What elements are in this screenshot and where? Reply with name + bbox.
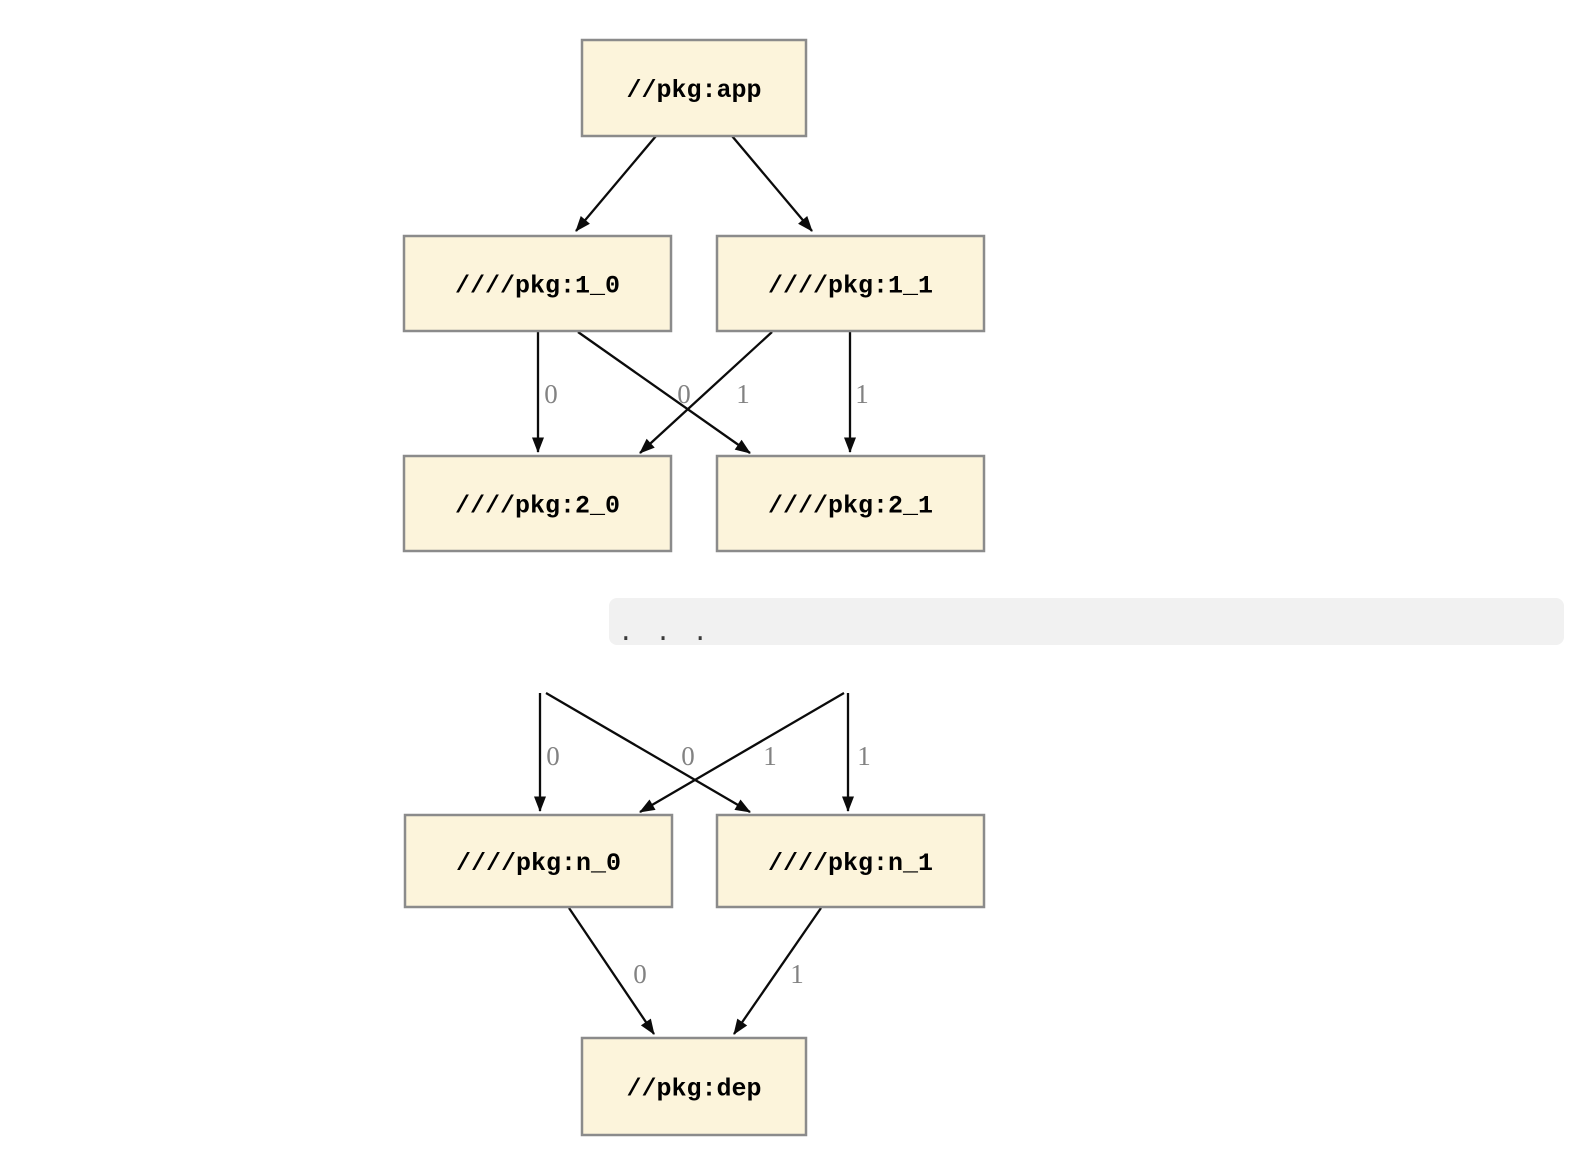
node-box xyxy=(402,234,673,333)
node-pkg1_0: ////pkg:1_0 xyxy=(402,234,673,333)
node-app: //pkg:app xyxy=(580,38,808,138)
edge-app-to-pkg1_1 xyxy=(731,135,813,232)
node-box xyxy=(580,1036,808,1137)
node-pkg2_1: ////pkg:2_1 xyxy=(715,454,986,553)
edge-elided-to-pkgn_1 xyxy=(545,692,751,813)
ellipsis-text: . . . xyxy=(618,618,711,648)
node-pkgn_0: ////pkg:n_0 xyxy=(403,813,674,909)
node-pkgn_1: ////pkg:n_1 xyxy=(715,813,986,909)
edge-pkgn_0-to-dep xyxy=(568,907,655,1035)
edge-label: 0 xyxy=(546,741,560,771)
node-label: ////pkg:1_1 xyxy=(768,272,933,301)
edge-elided-to-pkgn_0 xyxy=(639,692,845,813)
node-box xyxy=(715,234,986,333)
edge-label: 0 xyxy=(544,379,558,409)
node-label: ////pkg:n_1 xyxy=(768,849,933,878)
node-box xyxy=(402,454,673,553)
edge-pkg1_0-to-pkg2_1 xyxy=(577,331,751,454)
node-box xyxy=(715,813,986,909)
edge-label: 0 xyxy=(677,379,691,409)
edges-layer: 0 1 0 1 0 1 0 1 0 1 xyxy=(532,135,871,1035)
edge-label: 1 xyxy=(736,379,750,409)
node-label: //pkg:app xyxy=(626,76,761,105)
node-label: ////pkg:2_0 xyxy=(455,492,620,521)
node-pkg2_0: ////pkg:2_0 xyxy=(402,454,673,553)
ellipsis-layer: . . . xyxy=(609,598,1564,648)
edge-pkgn_1-to-dep xyxy=(733,907,822,1035)
edge-label: 0 xyxy=(681,741,695,771)
edge-pkg1_1-to-pkg2_0 xyxy=(639,331,773,454)
node-box xyxy=(715,454,986,553)
node-pkg1_1: ////pkg:1_1 xyxy=(715,234,986,333)
node-label: //pkg:dep xyxy=(626,1075,761,1104)
node-box xyxy=(403,813,674,909)
edge-label: 0 xyxy=(633,959,647,989)
edge-label: 1 xyxy=(857,741,871,771)
edge-label: 1 xyxy=(855,379,869,409)
edge-app-to-pkg1_0 xyxy=(575,135,657,232)
ellipsis-block xyxy=(609,598,1564,645)
nodes-layer: //pkg:app ////pkg:1_0 ////pkg:1_1 ////pkg:2… xyxy=(402,38,986,1137)
edge-label: 1 xyxy=(790,959,804,989)
edge-label: 1 xyxy=(763,741,777,771)
node-label: ////pkg:2_1 xyxy=(768,492,933,521)
node-box xyxy=(580,38,808,138)
node-dep: //pkg:dep xyxy=(580,1036,808,1137)
node-label: ////pkg:1_0 xyxy=(455,272,620,301)
node-label: ////pkg:n_0 xyxy=(456,849,621,878)
